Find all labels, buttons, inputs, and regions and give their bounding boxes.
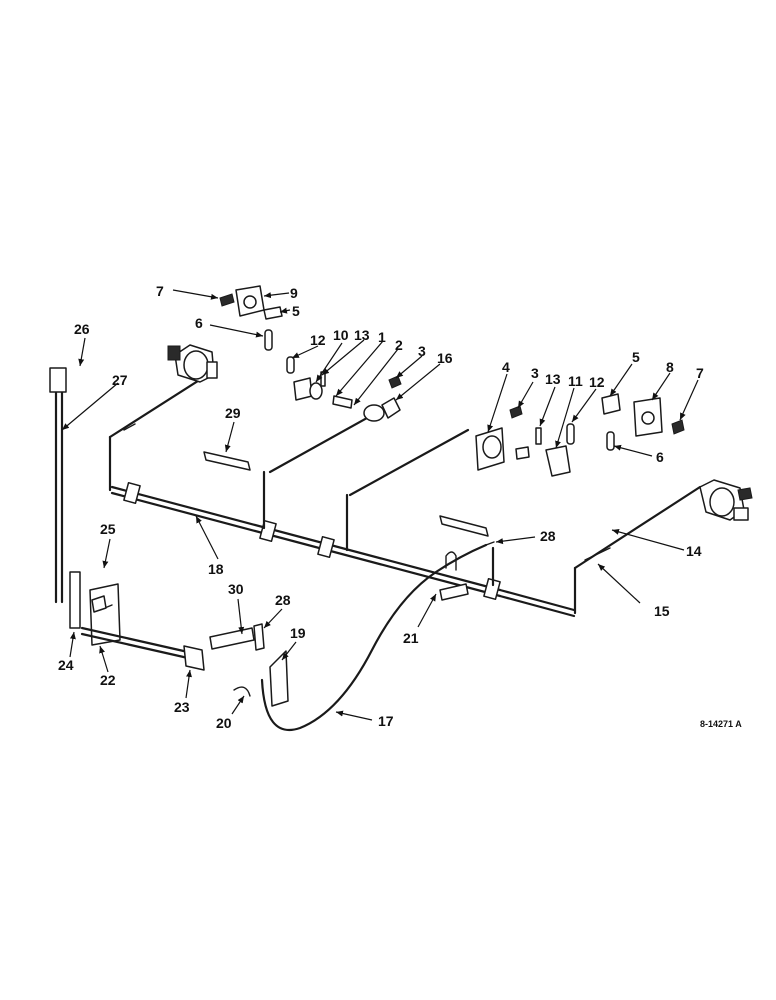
- callout-23: 23: [174, 699, 190, 715]
- callout-28-right: 28: [540, 528, 556, 544]
- right-valve: [699, 479, 753, 521]
- callout-26: 26: [74, 321, 90, 337]
- callout-24: 24: [58, 657, 74, 673]
- callout-29: 29: [225, 405, 241, 421]
- callout-8: 8: [666, 359, 674, 375]
- callout-14: 14: [686, 543, 702, 559]
- callout-5-right: 5: [632, 349, 640, 365]
- callout-5-left: 5: [292, 303, 300, 319]
- callout-21: 21: [403, 630, 419, 646]
- callout-20: 20: [216, 715, 232, 731]
- callout-15: 15: [654, 603, 670, 619]
- drawing-number: 8-14271 A: [700, 719, 742, 729]
- callout-4: 4: [502, 359, 510, 375]
- right-valve-parts: [475, 405, 575, 477]
- callout-19: 19: [290, 625, 306, 641]
- callout-3-right: 3: [531, 365, 539, 381]
- callout-1: 1: [378, 329, 386, 345]
- callout-13-center: 13: [354, 327, 370, 343]
- callout-13-right: 13: [545, 371, 561, 387]
- callout-28-left: 28: [275, 592, 291, 608]
- cross-shaft: [110, 482, 576, 618]
- brackets: [203, 451, 489, 601]
- callout-12-center: 12: [310, 332, 326, 348]
- callout-16: 16: [437, 350, 453, 366]
- callout-2: 2: [395, 337, 403, 353]
- callout-7-left: 7: [156, 283, 164, 299]
- callout-10: 10: [333, 327, 349, 343]
- far-right-assembly: [601, 393, 685, 451]
- callout-12-right: 12: [589, 374, 605, 390]
- callout-18: 18: [208, 561, 224, 577]
- callout-6-right: 6: [656, 449, 664, 465]
- callout-25: 25: [100, 521, 116, 537]
- center-valve-parts: [286, 356, 402, 422]
- left-valve: [167, 344, 218, 383]
- callout-3-center: 3: [418, 343, 426, 359]
- callout-17: 17: [378, 713, 394, 729]
- callout-27: 27: [112, 372, 128, 388]
- callout-9: 9: [290, 285, 298, 301]
- callout-7-right: 7: [696, 365, 704, 381]
- callout-30: 30: [228, 581, 244, 597]
- callout-22: 22: [100, 672, 116, 688]
- shaft-arms: [108, 435, 577, 615]
- leader-lines: [61, 289, 699, 721]
- callout-6-left: 6: [195, 315, 203, 331]
- callout-11: 11: [568, 373, 583, 389]
- upper-left-assembly: [219, 285, 283, 351]
- control-cable: [260, 541, 495, 732]
- left-lever-assembly: [49, 367, 289, 707]
- callout-labels: 7 9 5 6 26 27 12 10 13 1 2 3 16 29 4 3 1…: [58, 283, 742, 731]
